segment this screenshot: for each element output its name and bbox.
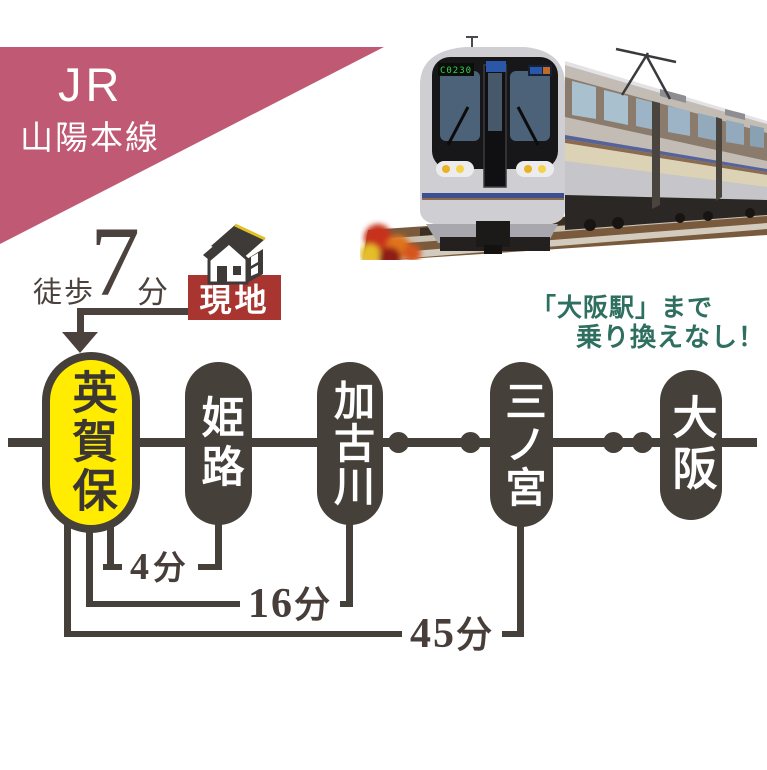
walk-label: 徒歩 [33,277,96,309]
line-banner: JR 山陽本線 [0,47,384,244]
train-side-cars [565,47,767,231]
flowers-foreground [360,224,421,260]
transit-dot [632,432,653,453]
bracket-line [517,522,524,637]
banner-company-label: JR [58,58,124,111]
duration-value: 45 [410,611,456,657]
station-name: 姫路 [195,394,243,493]
site-arrow-horizontal [77,308,191,315]
bracket-line [107,510,114,570]
walk-minutes-value: 7 [90,206,140,317]
duration-unit: 分 [456,615,495,655]
train-photo: C0230 [360,36,767,260]
bracket-bar [86,601,353,607]
duration-value: 16 [248,581,294,627]
no-transfer-note-line2: 乗り換えなし！ [576,322,766,352]
no-transfer-note-line1: 「大阪駅」まで [531,294,714,322]
led-display-text: C0230 [440,66,472,76]
station-sannomiya: 三ノ宮 [490,362,553,527]
wiper [516,106,540,146]
house-icon [203,223,266,285]
site-arrow-head-icon [62,332,98,353]
duration-sannomiya: 45分 [402,611,503,657]
headlights [436,161,554,177]
site-arrow-vertical [77,308,84,334]
station-name: 三ノ宮 [499,380,545,509]
train-front-car: C0230 [420,36,565,254]
station-name: 英賀保 [65,369,117,516]
bracket-line [346,520,353,607]
duration-himeji: 4分 [122,548,198,586]
duration-unit: 分 [153,551,190,587]
bracket-bar [67,631,524,637]
duration-kakogawa: 16分 [240,581,341,627]
duration-unit: 分 [294,585,333,625]
walk-minutes-unit: 分 [137,275,168,310]
bracket-line [215,520,222,570]
transit-dot [460,432,481,453]
station-name: 加古川 [327,379,374,508]
pantograph [615,47,677,100]
station-agaho: 英賀保 [42,352,140,533]
transit-dot [388,432,409,453]
station-kakogawa: 加古川 [317,362,383,525]
duration-value: 4 [130,546,153,588]
bracket-line [86,510,93,607]
banner-line-name: 山陽本線 [20,119,160,156]
wiper [446,106,470,146]
station-himeji: 姫路 [185,362,252,525]
station-osaka: 大阪 [660,370,722,520]
bracket-line [64,510,71,637]
destination-sign [486,61,506,72]
station-name: 大阪 [665,394,717,496]
transit-dot [603,432,624,453]
led-display-panel [438,63,474,76]
coupler [476,221,510,247]
